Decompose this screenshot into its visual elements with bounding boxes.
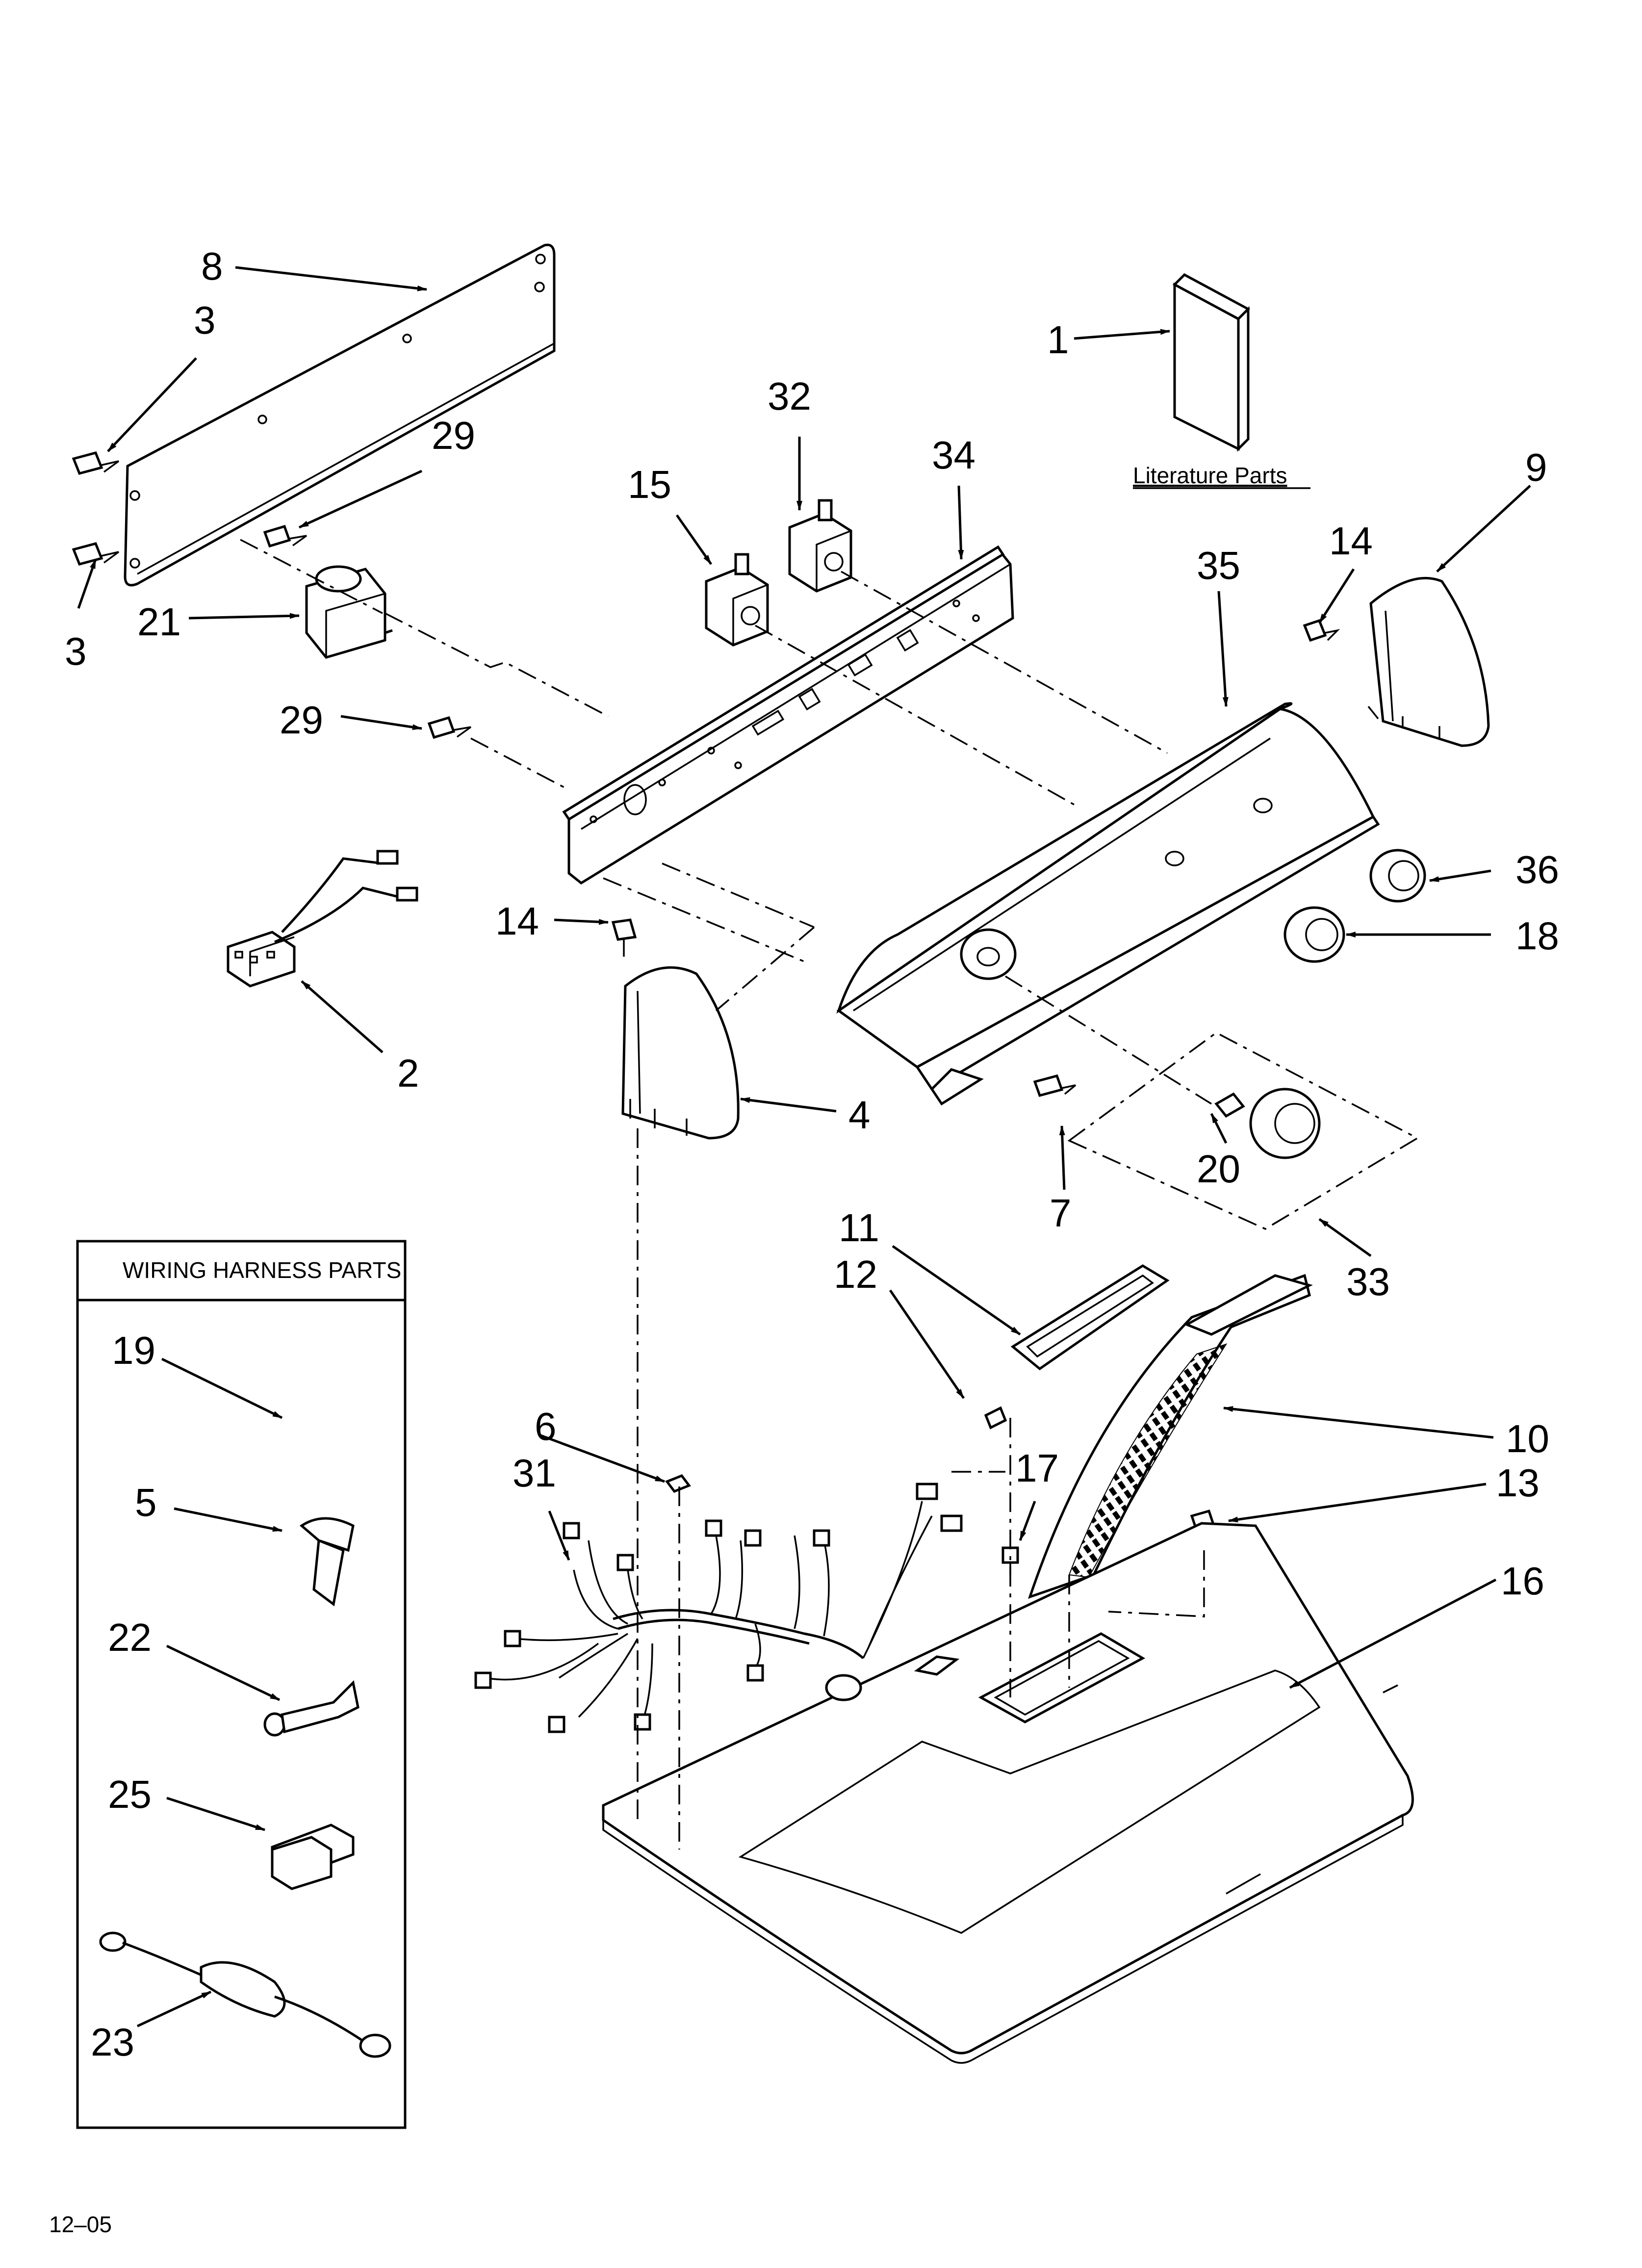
- knob-part-18: [1283, 906, 1345, 963]
- knob-part-33: [1214, 1088, 1321, 1159]
- wiring-harness-box: [76, 1240, 407, 2129]
- callout-16: 16: [1501, 1559, 1544, 1603]
- callout-1: 1: [1047, 318, 1069, 362]
- callout-11: 11: [839, 1206, 879, 1250]
- screw-part-14-lower: [611, 918, 637, 957]
- screw-part-3-upper: [72, 451, 120, 475]
- top-panel-part-16: [602, 1522, 1414, 2064]
- callout-labels: 8 3 3 29 21 29 1 Literature Parts 32 15 …: [49, 244, 1559, 2237]
- callout-36: 36: [1515, 848, 1559, 891]
- callout-29-lower: 29: [280, 698, 323, 742]
- callout-33: 33: [1346, 1260, 1390, 1303]
- back-panel-part-8: [124, 243, 556, 587]
- callout-35: 35: [1197, 544, 1240, 587]
- callout-31: 31: [513, 1451, 556, 1495]
- literature-booklet-part-1: [1172, 273, 1251, 452]
- callout-3-upper: 3: [194, 298, 216, 342]
- literature-parts-label: Literature Parts: [1133, 463, 1287, 488]
- callout-2: 2: [397, 1051, 419, 1095]
- clip-part-12: [984, 1406, 1007, 1430]
- callout-25: 25: [108, 1773, 152, 1816]
- knob-assembly-outline: [1067, 1031, 1419, 1230]
- callout-7: 7: [1050, 1191, 1072, 1235]
- console-part-35: [836, 702, 1380, 1106]
- wire-part-23: [99, 1931, 391, 2058]
- callout-20: 20: [1197, 1147, 1240, 1191]
- callout-19: 19: [112, 1329, 155, 1372]
- grille-part-10: [1027, 1274, 1313, 1599]
- callout-23: 23: [91, 2020, 134, 2064]
- callout-34: 34: [932, 433, 975, 477]
- callout-22: 22: [108, 1616, 152, 1659]
- callout-15: 15: [628, 463, 671, 506]
- connector-part-25-body: [271, 1836, 333, 1890]
- callout-21: 21: [137, 600, 181, 644]
- callout-arrows: [77, 266, 1531, 2028]
- assembly-leader-lines: [240, 539, 1212, 1850]
- callout-13: 13: [1496, 1461, 1539, 1505]
- callout-18: 18: [1515, 914, 1559, 958]
- callout-14-lower: 14: [495, 899, 539, 943]
- connector-part-2: [227, 850, 418, 988]
- clip-part-6: [665, 1474, 691, 1493]
- clip-part-5: [299, 1517, 355, 1607]
- callout-29-upper: 29: [432, 414, 475, 457]
- callout-6: 6: [535, 1405, 557, 1448]
- end-cap-part-4: [621, 966, 740, 1140]
- control-part-32: [788, 499, 852, 593]
- callout-10: 10: [1506, 1417, 1549, 1460]
- switch-part-21: [305, 565, 393, 659]
- callout-5: 5: [135, 1481, 157, 1524]
- wiring-harness-part-31: [474, 1483, 963, 1733]
- callout-3-lower: 3: [65, 629, 87, 673]
- callout-32: 32: [768, 374, 811, 418]
- screw-part-29-lower: [427, 716, 472, 739]
- callout-12: 12: [834, 1252, 877, 1296]
- callout-8: 8: [201, 244, 223, 288]
- wiring-box-title: WIRING HARNESS PARTS: [123, 1257, 401, 1283]
- callout-4: 4: [848, 1093, 871, 1137]
- lint-filter-part-11: [1010, 1264, 1170, 1371]
- end-cap-part-9: [1367, 577, 1490, 747]
- screw-part-29-upper: [263, 524, 308, 548]
- screw-part-7: [1033, 1074, 1077, 1097]
- callout-17: 17: [1015, 1446, 1059, 1490]
- control-part-15: [705, 553, 769, 647]
- callout-14-upper: 14: [1329, 519, 1373, 563]
- screw-part-14-upper: [1303, 619, 1340, 642]
- console-bracket-part-34: [562, 545, 1014, 885]
- knob-part-36: [1369, 849, 1426, 903]
- terminal-part-22: [263, 1680, 359, 1737]
- callout-9: 9: [1525, 445, 1547, 489]
- footer-code: 12–05: [49, 2212, 112, 2237]
